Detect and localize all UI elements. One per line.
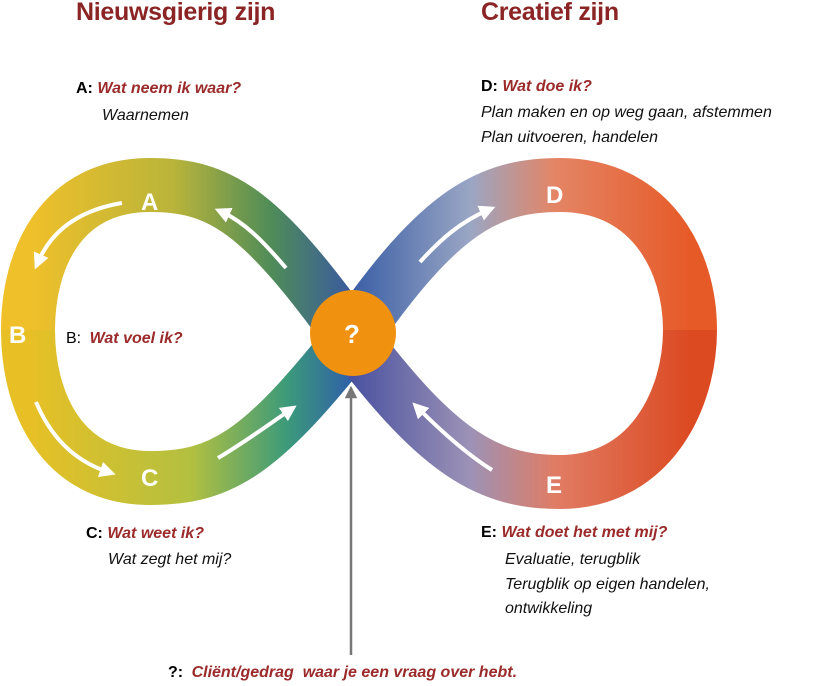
question-c-desc: Wat zegt het mij? [108, 551, 232, 568]
question-center-letter: ?: [168, 664, 184, 681]
infinity-left-loop-top [1, 157, 374, 354]
question-c-letter: C: [86, 525, 103, 542]
infinity-right-loop-top [329, 157, 717, 354]
stage-label-d: D [546, 182, 563, 209]
flow-arrow-a-left [33, 201, 123, 270]
question-e-text: Wat doet het met mij? [501, 524, 668, 541]
question-a-text: Wat neem ik waar? [97, 80, 242, 97]
flow-arrow-d [418, 205, 496, 264]
question-e-desc-3: ontwikkeling [505, 600, 593, 617]
question-d-desc-2: Plan uitvoeren, handelen [481, 129, 659, 146]
question-b-letter: B: [66, 330, 82, 347]
flow-arrow-c [216, 405, 297, 460]
question-a: A: Wat neem ik waar? [76, 80, 241, 98]
center-question-mark: ? [344, 319, 360, 349]
question-a-desc: Waarnemen [102, 107, 189, 124]
question-center: ?: Cliënt/gedrag waar je een vraag over … [168, 664, 517, 682]
question-d-letter: D: [481, 78, 498, 95]
flow-arrow-b [34, 401, 116, 478]
question-c: C: Wat weet ik? [86, 525, 204, 543]
question-d: D: Wat doe ik? [481, 78, 592, 96]
question-e: E: Wat doet het met mij? [481, 524, 667, 542]
question-center-text: Cliënt/gedrag waar je een vraag over heb… [191, 664, 518, 681]
heading-nieuwsgierig: Nieuwsgierig zijn [76, 0, 276, 26]
stage-label-b: B [9, 322, 26, 349]
infinity-right-loop-bottom [330, 321, 717, 510]
question-d-desc-1: Plan maken en op weg gaan, afstemmen [481, 104, 772, 121]
stage-label-a: A [141, 189, 158, 216]
stage-label-c: C [141, 465, 158, 492]
center-circle [310, 290, 396, 376]
question-e-letter: E: [481, 524, 497, 541]
question-e-desc-1: Evaluatie, terugblik [505, 551, 641, 568]
question-b-text: Wat voel ik? [89, 330, 183, 347]
question-b: B: Wat voel ik? [66, 330, 183, 348]
question-d-text: Wat doe ik? [502, 78, 592, 95]
stage-label-e: E [546, 472, 562, 499]
question-a-letter: A: [76, 80, 93, 97]
flow-arrow-e [412, 402, 494, 472]
heading-creatief: Creatief zijn [481, 0, 619, 26]
question-c-text: Wat weet ik? [107, 525, 204, 542]
flow-arrow-a-right [214, 208, 288, 270]
question-e-desc-2: Terugblik op eigen handelen, [505, 576, 710, 593]
